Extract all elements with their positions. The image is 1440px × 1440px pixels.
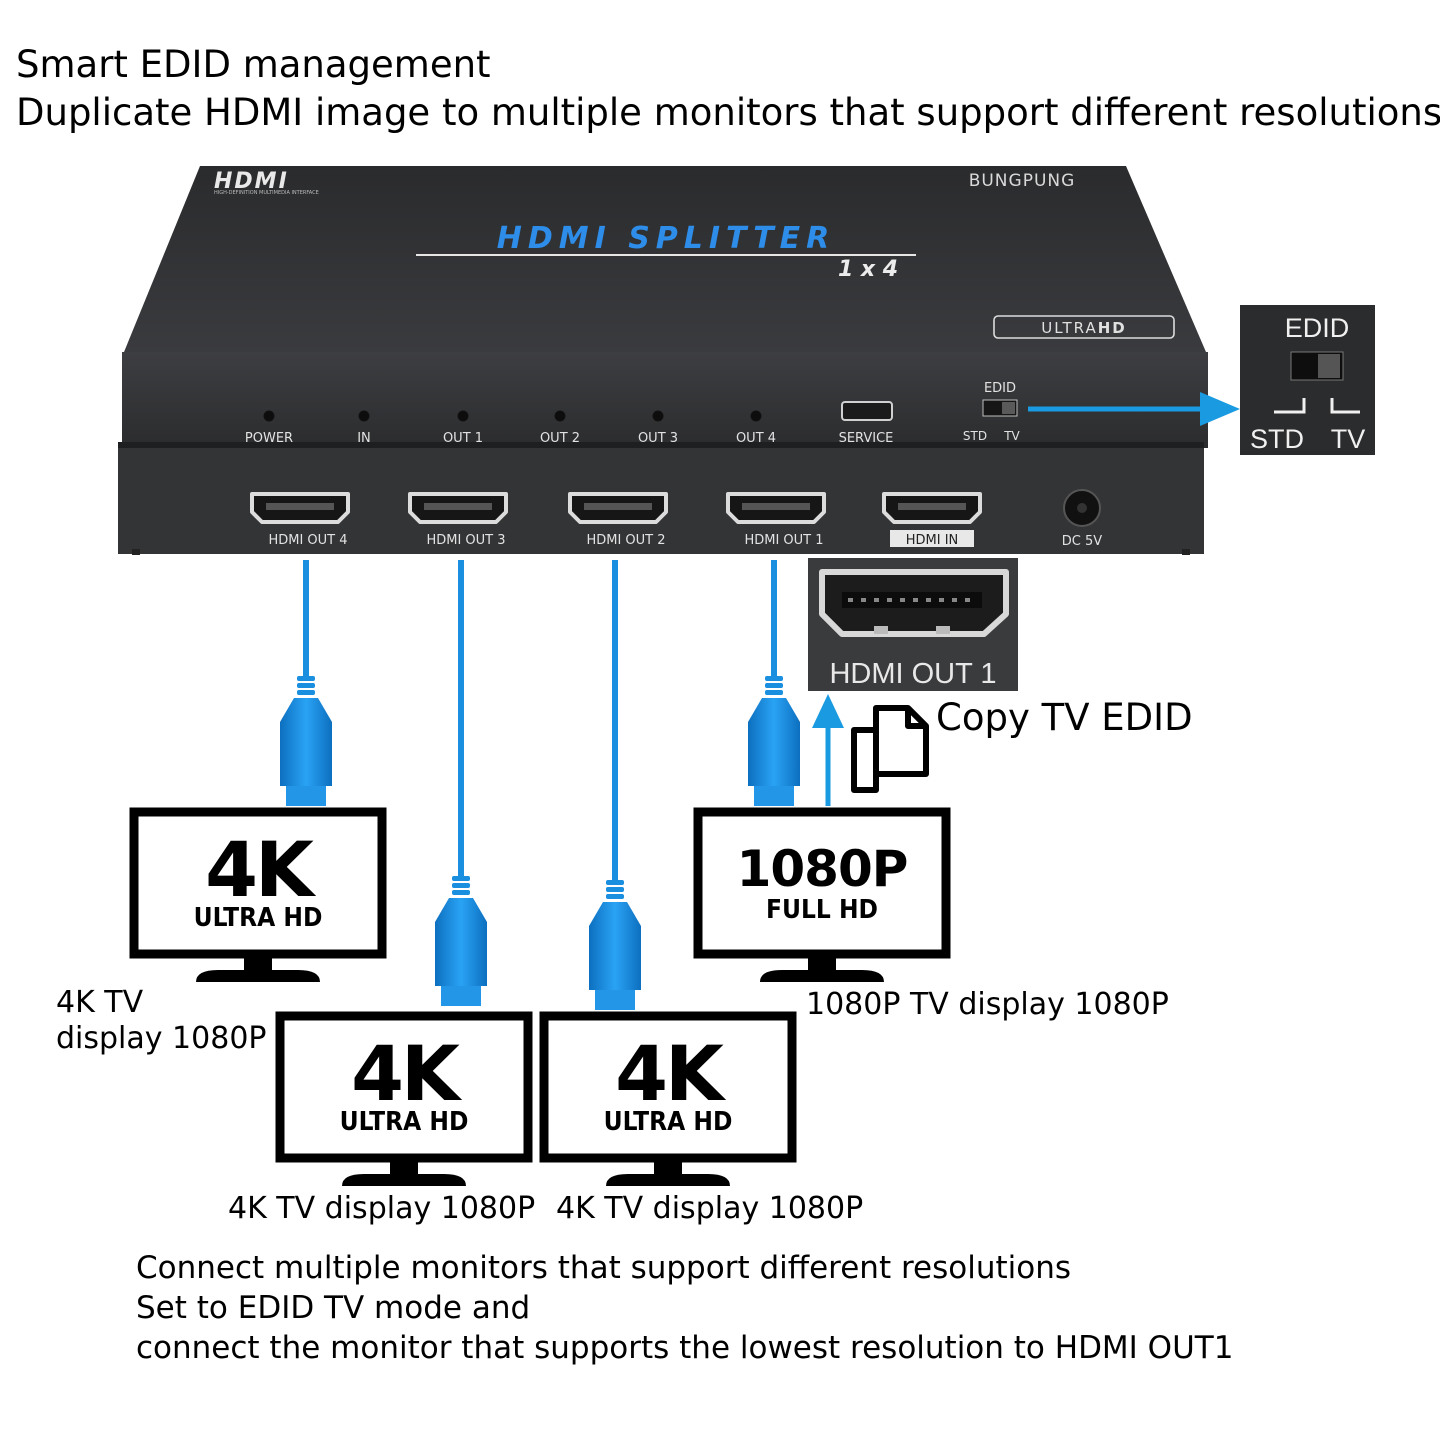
monitor-resolution: 1080P [737, 840, 908, 898]
port-label: HDMI IN [906, 533, 959, 548]
led-dot [652, 410, 664, 422]
cable-plug-tip [441, 986, 481, 1006]
edid-switch-knob [1002, 402, 1015, 414]
hdmi-cable [748, 560, 800, 806]
monitor-stand [196, 970, 320, 982]
edid-zoom-title: EDID [1285, 313, 1350, 343]
hdmi-port: HDMI OUT 2 [568, 492, 668, 548]
edid-arrow-head [1200, 392, 1240, 426]
monitor-screen [275, 1011, 533, 1163]
edid-switch-label: EDID [984, 381, 1016, 396]
footer-line-3: connect the monitor that supports the lo… [136, 1330, 1234, 1366]
led-label: OUT 2 [540, 431, 580, 446]
edid-zoom-box: EDID STD TV [1240, 305, 1375, 455]
dc-label: DC 5V [1062, 534, 1102, 549]
ultrahd-badge-text: ULTRAHD [1041, 319, 1127, 337]
hdmi-port: HDMI OUT 1 [726, 492, 826, 548]
edid-tv-label: TV [1003, 429, 1020, 443]
device-front-panel [122, 352, 1208, 448]
monitor-resolution: 4K [351, 1029, 463, 1118]
device-subtitle: 1 x 4 [838, 257, 898, 282]
hdmi-logo-subtitle: HIGH-DEFINITION MULTIMEDIA INTERFACE [214, 190, 319, 196]
footer-line-1: Connect multiple monitors that support d… [136, 1250, 1072, 1286]
device-title: HDMI SPLITTER [497, 221, 836, 256]
edid-std-label: STD [963, 429, 987, 443]
cable-plug-boot [280, 698, 332, 786]
hdmi-port: HDMI IN [882, 492, 982, 548]
monitor-screen [693, 807, 951, 959]
hdmi-in-label-bg [890, 530, 974, 547]
led-dot [358, 410, 370, 422]
monitor-4-caption: 1080P TV display 1080P [806, 987, 1169, 1022]
cable-plug-tip [754, 786, 794, 806]
device-top-face [124, 166, 1206, 352]
led-label: OUT 3 [638, 431, 678, 446]
subheadline: Duplicate HDMI image to multiple monitor… [16, 91, 1440, 134]
led-label: OUT 4 [736, 431, 776, 446]
copy-edid-label: Copy TV EDID [936, 696, 1193, 739]
port-label: HDMI OUT 1 [744, 533, 823, 548]
cable-plug-boot [748, 698, 800, 786]
cable-plug-tip [595, 990, 635, 1010]
footer-line-2: Set to EDID TV mode and [136, 1290, 531, 1326]
hdmi-cable [435, 560, 487, 1006]
hdmi-cable [280, 560, 332, 806]
headline: Smart EDID management [16, 43, 491, 86]
hdmi-cable [589, 560, 641, 1010]
monitor-1-caption-line1: 4K TV [56, 985, 144, 1020]
led-dot [263, 410, 275, 422]
edid-zoom-knob [1318, 354, 1340, 378]
monitor-resolution-label: ULTRA HD [604, 1107, 733, 1137]
edid-zoom-tv: TV [1331, 424, 1366, 454]
monitor-resolution: 4K [615, 1029, 727, 1118]
led-label: POWER [245, 431, 293, 446]
monitor-resolution-label: ULTRA HD [340, 1107, 469, 1137]
monitor-resolution-label: FULL HD [766, 895, 878, 925]
hdmi-ports: HDMI OUT 4 HDMI OUT 3 HDMI OUT 2 HDMI OUT 1… [250, 492, 982, 548]
port-label: HDMI OUT 4 [268, 533, 347, 548]
monitor-resolution: 4K [205, 825, 317, 914]
hdmi-logo: HDMI [214, 169, 289, 194]
hdmi-port: HDMI OUT 4 [250, 492, 350, 548]
service-port [841, 401, 893, 421]
hdmi-splitter-device: HDMI HIGH-DEFINITION MULTIMEDIA INTERFAC… [118, 166, 1208, 555]
hdmi-cables [280, 560, 800, 1010]
ultrahd-badge [993, 315, 1175, 339]
led-label: OUT 1 [443, 431, 483, 446]
led-dot [554, 410, 566, 422]
monitor-screen [129, 807, 387, 959]
monitor-stand [760, 970, 884, 982]
monitor-screen [539, 1011, 797, 1163]
copy-arrow-head [812, 694, 844, 728]
monitor-3-caption: 4K TV display 1080P [556, 1191, 864, 1226]
monitor-1-caption-line2: display 1080P [56, 1021, 267, 1056]
port-zoom-box: HDMI OUT 1 [808, 558, 1018, 691]
monitor-2-caption: 4K TV display 1080P [228, 1191, 536, 1226]
copy-icon [851, 705, 929, 793]
led-dot [457, 410, 469, 422]
port-label: HDMI OUT 2 [586, 533, 665, 548]
led-dot [750, 410, 762, 422]
monitor-stand [606, 1174, 730, 1186]
brand-name: BUNGPUNG [969, 171, 1076, 191]
port-zoom-label: HDMI OUT 1 [829, 658, 996, 690]
led-indicators: POWER IN OUT 1 OUT 2 OUT 3 OUT 4 [245, 410, 776, 446]
service-label: SERVICE [839, 431, 894, 446]
cable-plug-tip [286, 786, 326, 806]
monitor-stand [342, 1174, 466, 1186]
cable-plug-boot [589, 902, 641, 990]
led-label: IN [357, 431, 371, 446]
monitor-resolution-label: ULTRA HD [194, 903, 323, 933]
hdmi-port: HDMI OUT 3 [408, 492, 508, 548]
cable-plug-boot [435, 898, 487, 986]
edid-zoom-std: STD [1250, 424, 1304, 454]
port-label: HDMI OUT 3 [426, 533, 505, 548]
